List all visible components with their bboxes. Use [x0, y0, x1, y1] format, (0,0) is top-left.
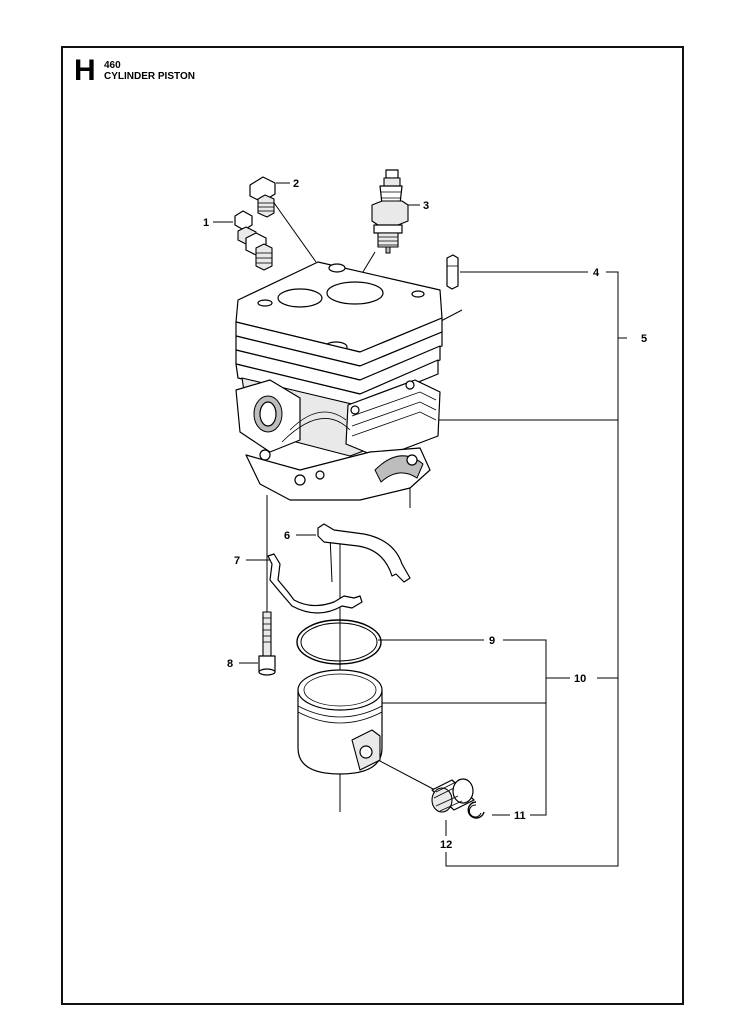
callout-numbers: 1 2 3 4 5 6 7 8 9 10 11 12 [203, 178, 647, 851]
section-letter: H [74, 54, 96, 87]
spark-plug [371, 169, 409, 254]
callout-2: 2 [293, 178, 299, 190]
diagram-title: CYLINDER PISTON [104, 71, 195, 82]
cylinder-bolt [258, 611, 276, 676]
model-number: 460 [104, 60, 121, 71]
piston [297, 669, 383, 775]
cylinder-body [235, 261, 443, 501]
piston-ring [296, 619, 382, 665]
circlip [467, 801, 485, 819]
diagram-frame [61, 46, 684, 1005]
callout-11: 11 [514, 810, 526, 822]
callout-12: 12 [440, 839, 452, 851]
guide-pin [446, 254, 459, 290]
callout-6: 6 [284, 530, 290, 542]
callout-9: 9 [489, 635, 495, 647]
decompression-valve [234, 210, 273, 271]
base-gasket [267, 553, 363, 614]
cylinder-gasket [317, 523, 411, 583]
callout-4: 4 [593, 267, 600, 279]
needle-bearing [431, 778, 475, 813]
cylinder-plug [249, 176, 276, 218]
callout-10: 10 [574, 673, 586, 685]
callout-8: 8 [227, 658, 233, 670]
callout-7: 7 [234, 555, 240, 567]
callout-1: 1 [203, 217, 209, 229]
callout-3: 3 [423, 200, 429, 212]
callout-5: 5 [641, 333, 647, 345]
